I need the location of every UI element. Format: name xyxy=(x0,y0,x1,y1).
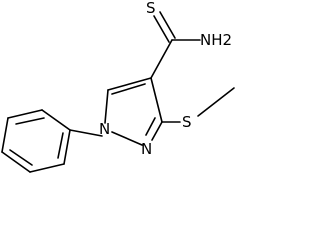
ph-bond-5 xyxy=(29,163,65,173)
ph-bond-2 xyxy=(7,109,43,119)
atom-s-methylthio: S xyxy=(182,113,192,131)
bond-n2-c3-inner xyxy=(145,117,156,136)
bond-c-c4 xyxy=(150,39,173,79)
bond-c3-c4 xyxy=(150,77,163,123)
chemical-structure: S NH2 S N N xyxy=(1,0,235,173)
bond-n1-n2 xyxy=(111,131,143,146)
bond-n1-ph xyxy=(69,129,103,137)
bond-s-ch3 xyxy=(197,87,235,117)
bonds xyxy=(1,11,235,173)
ph-bond-6 xyxy=(63,129,71,165)
ph-bond-1 xyxy=(41,109,71,131)
ph-inner-1 xyxy=(15,117,45,125)
bond-c-s-double-2 xyxy=(159,11,176,39)
bond-c4-c5 xyxy=(107,77,152,91)
structure-canvas: S NH2 S N N xyxy=(1,0,235,173)
bond-c5-n1 xyxy=(104,89,109,124)
atom-nh2: NH2 xyxy=(200,31,232,49)
atom-s-thioamide: S xyxy=(146,0,156,17)
bond-c4-c5-inner xyxy=(111,83,146,95)
atom-n2: N xyxy=(141,140,152,158)
atom-n1: N xyxy=(99,120,110,138)
bond-n2-c3 xyxy=(151,121,163,141)
ph-bond-4 xyxy=(1,151,31,173)
ph-inner-3 xyxy=(57,132,64,159)
ph-bond-3 xyxy=(1,117,9,153)
ph-inner-2 xyxy=(9,149,33,166)
bond-c-s-double-1 xyxy=(153,15,170,43)
atom-labels: S NH2 S N N xyxy=(99,0,232,158)
